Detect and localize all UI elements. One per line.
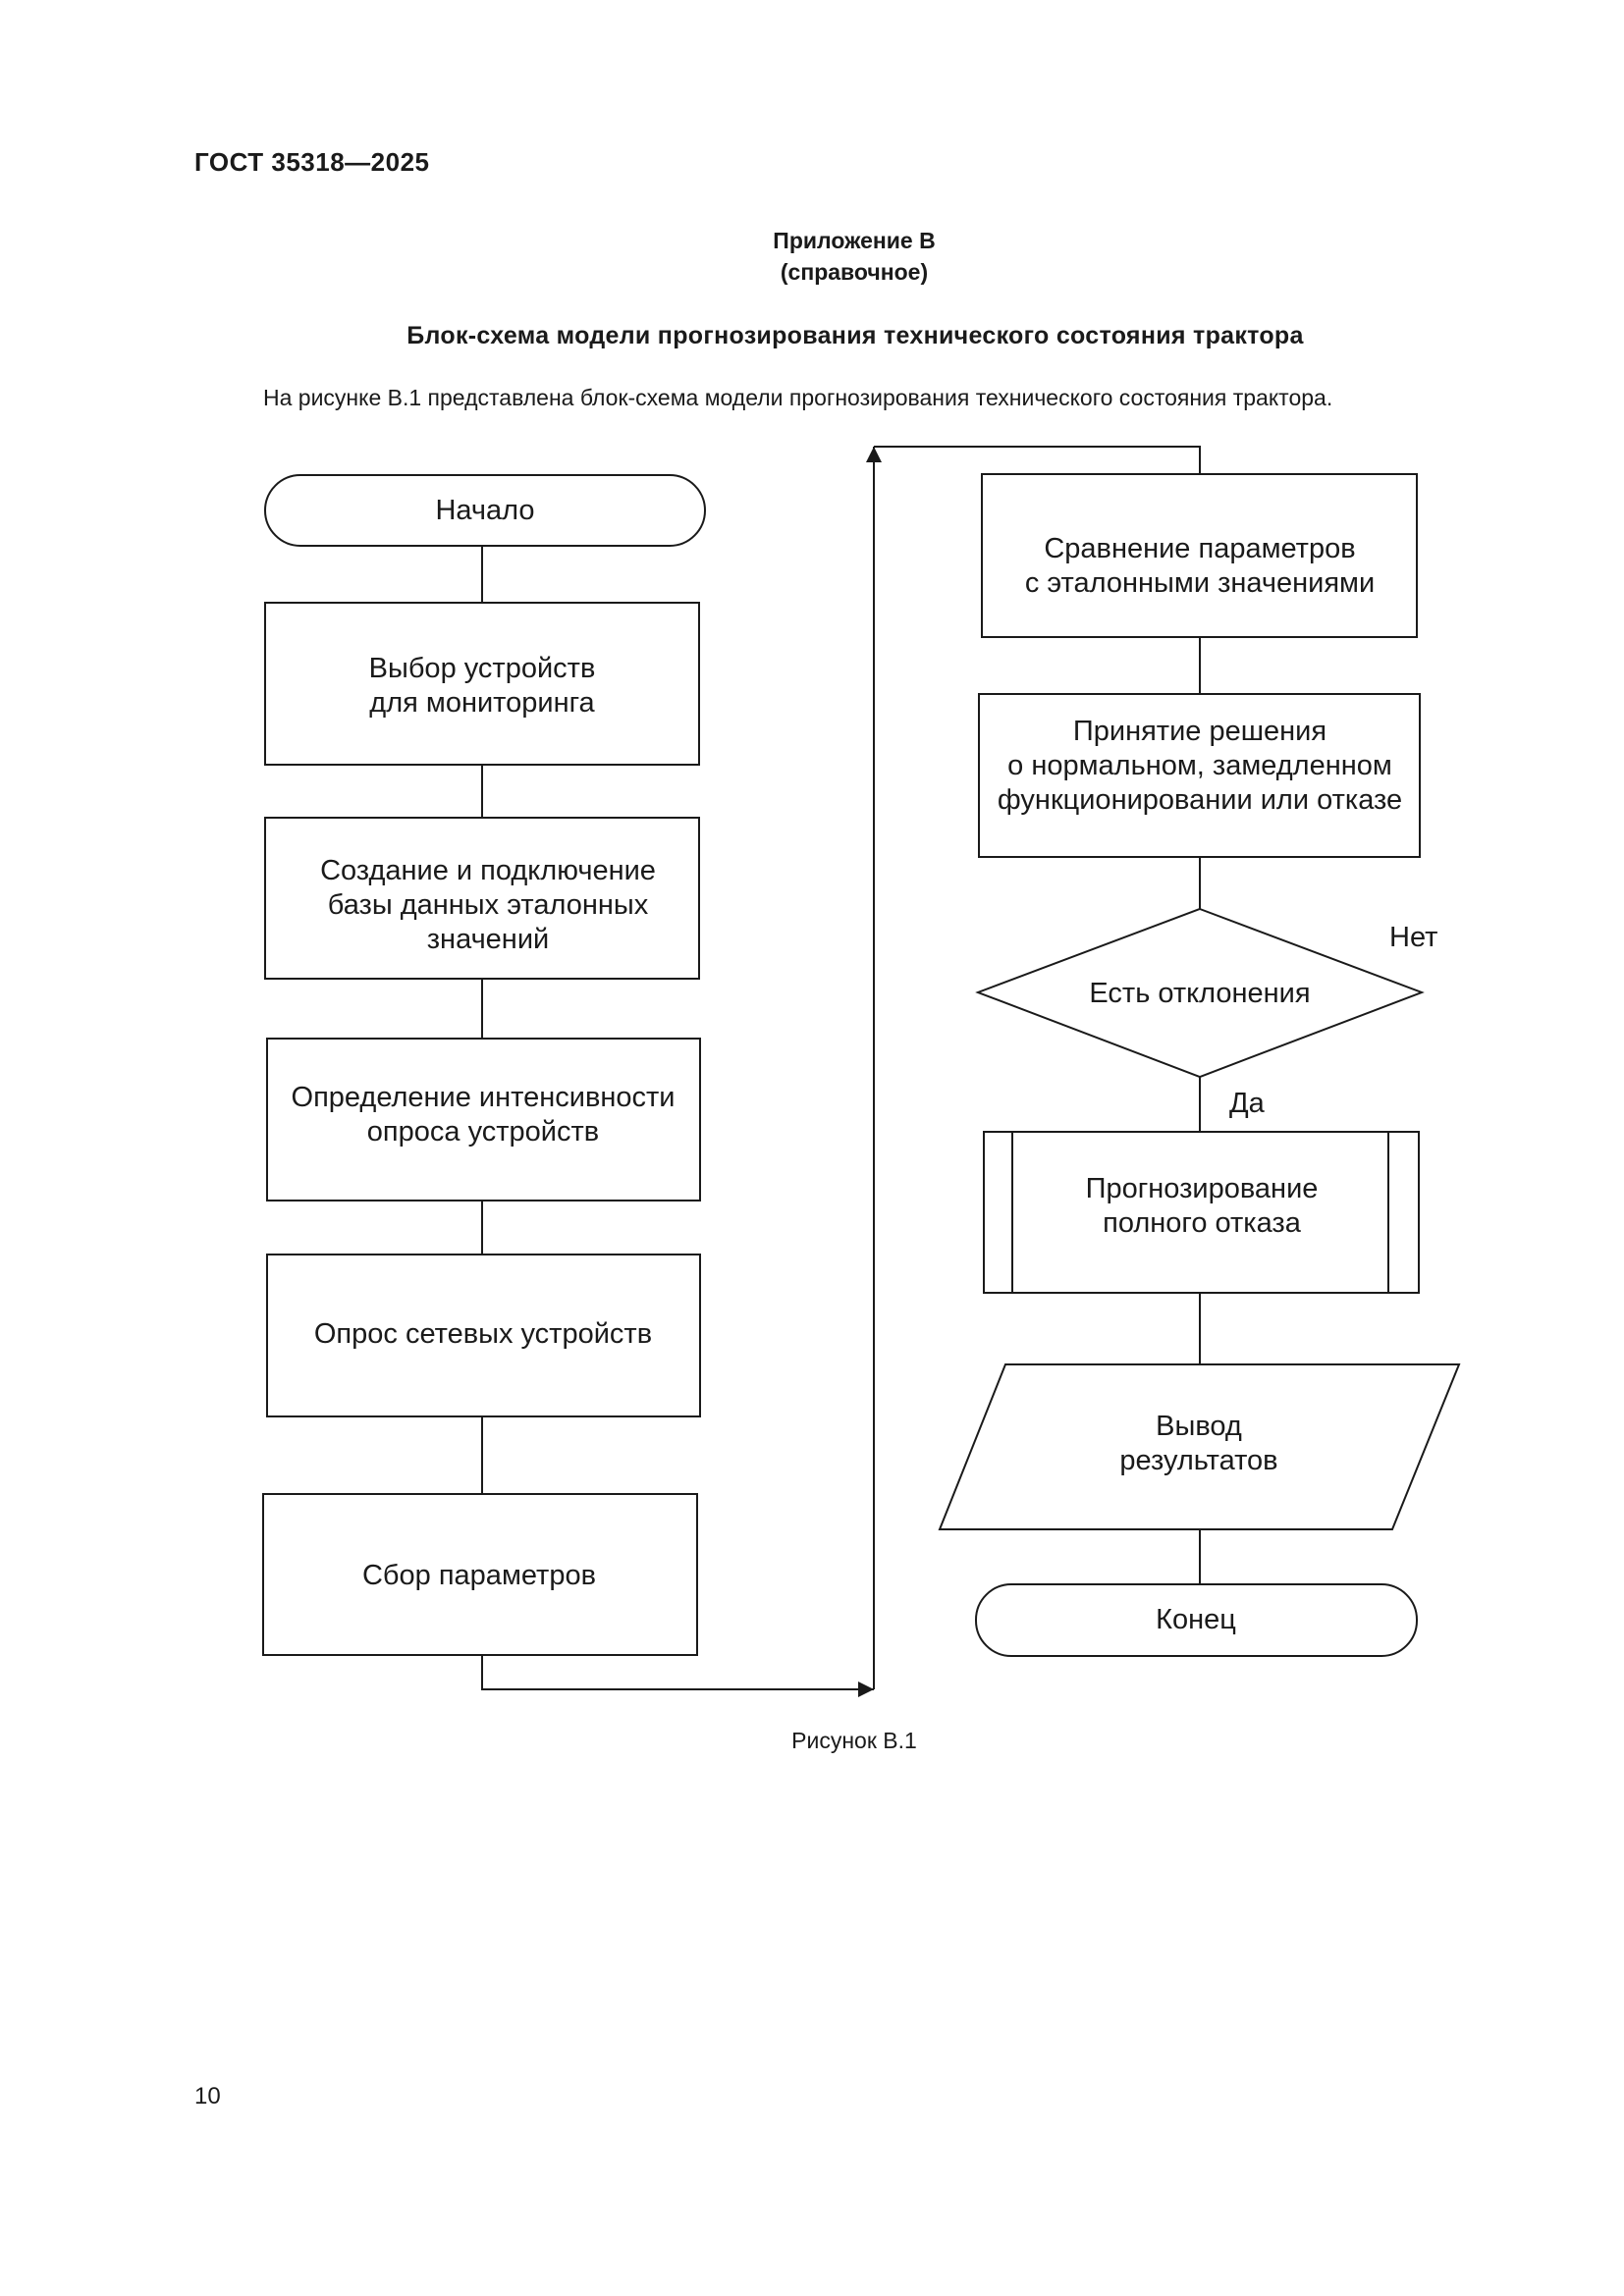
decision-making-process: [978, 693, 1421, 858]
decision-making-line-3: функционировании или отказе: [998, 784, 1402, 816]
deviation-check-label: Есть отклонения: [1089, 978, 1310, 1009]
poll-devices-process: [266, 1254, 701, 1417]
create-db-line-1: Создание и подключение: [320, 855, 656, 886]
output-results-io: [938, 1363, 1461, 1530]
collect-params-process: [262, 1493, 698, 1656]
start-label: Начало: [435, 495, 534, 526]
branch-yes-label: Да: [1229, 1088, 1266, 1119]
output-results-line-1: Вывод: [1156, 1411, 1242, 1442]
forecast-failure-line-1: Прогнозирование: [1086, 1173, 1319, 1204]
forecast-failure-predefined-process: [983, 1131, 1420, 1294]
loop-connector-top: [874, 446, 1201, 474]
document-header: ГОСТ 35318—2025: [194, 147, 430, 177]
select-devices-line-1: Выбор устройств: [369, 653, 596, 684]
section-heading: Блок-схема модели прогнозирования технич…: [406, 322, 1304, 349]
select-devices-line-2: для мониторинга: [369, 687, 595, 719]
polling-rate-line-2: опроса устройств: [367, 1116, 599, 1148]
create-db-process: [264, 817, 700, 980]
end-label: Конец: [1156, 1604, 1236, 1635]
start-terminator: [264, 474, 706, 547]
compare-params-process: [981, 473, 1418, 638]
collect-params-label: Сбор параметров: [362, 1560, 596, 1591]
appendix-subtitle: (справочное): [780, 259, 929, 285]
deviation-check-decision: [975, 907, 1425, 1079]
forecast-failure-line-2: полного отказа: [1103, 1207, 1302, 1239]
branch-no-label: Нет: [1389, 922, 1437, 953]
create-db-line-2: базы данных эталонных: [328, 889, 649, 921]
intro-paragraph: На рисунке В.1 представлена блок-схема м…: [263, 385, 1333, 410]
polling-rate-process: [266, 1038, 701, 1201]
output-results-line-2: результатов: [1119, 1445, 1277, 1476]
page-number: 10: [194, 2083, 221, 2109]
compare-params-line-1: Сравнение параметров: [1044, 533, 1355, 564]
end-terminator: [975, 1583, 1418, 1657]
create-db-line-3: значений: [427, 924, 549, 955]
loop-connector-bottom: [481, 1655, 874, 1697]
decision-making-line-1: Принятие решения: [1073, 716, 1326, 747]
appendix-title: Приложение В: [773, 228, 936, 253]
compare-params-line-2: с эталонными значениями: [1025, 567, 1375, 599]
poll-devices-label: Опрос сетевых устройств: [314, 1318, 652, 1350]
figure-caption: Рисунок В.1: [791, 1728, 917, 1753]
polling-rate-line-1: Определение интенсивности: [292, 1082, 676, 1113]
decision-making-line-2: о нормальном, замедленном: [1007, 750, 1392, 781]
select-devices-process: [264, 602, 700, 766]
